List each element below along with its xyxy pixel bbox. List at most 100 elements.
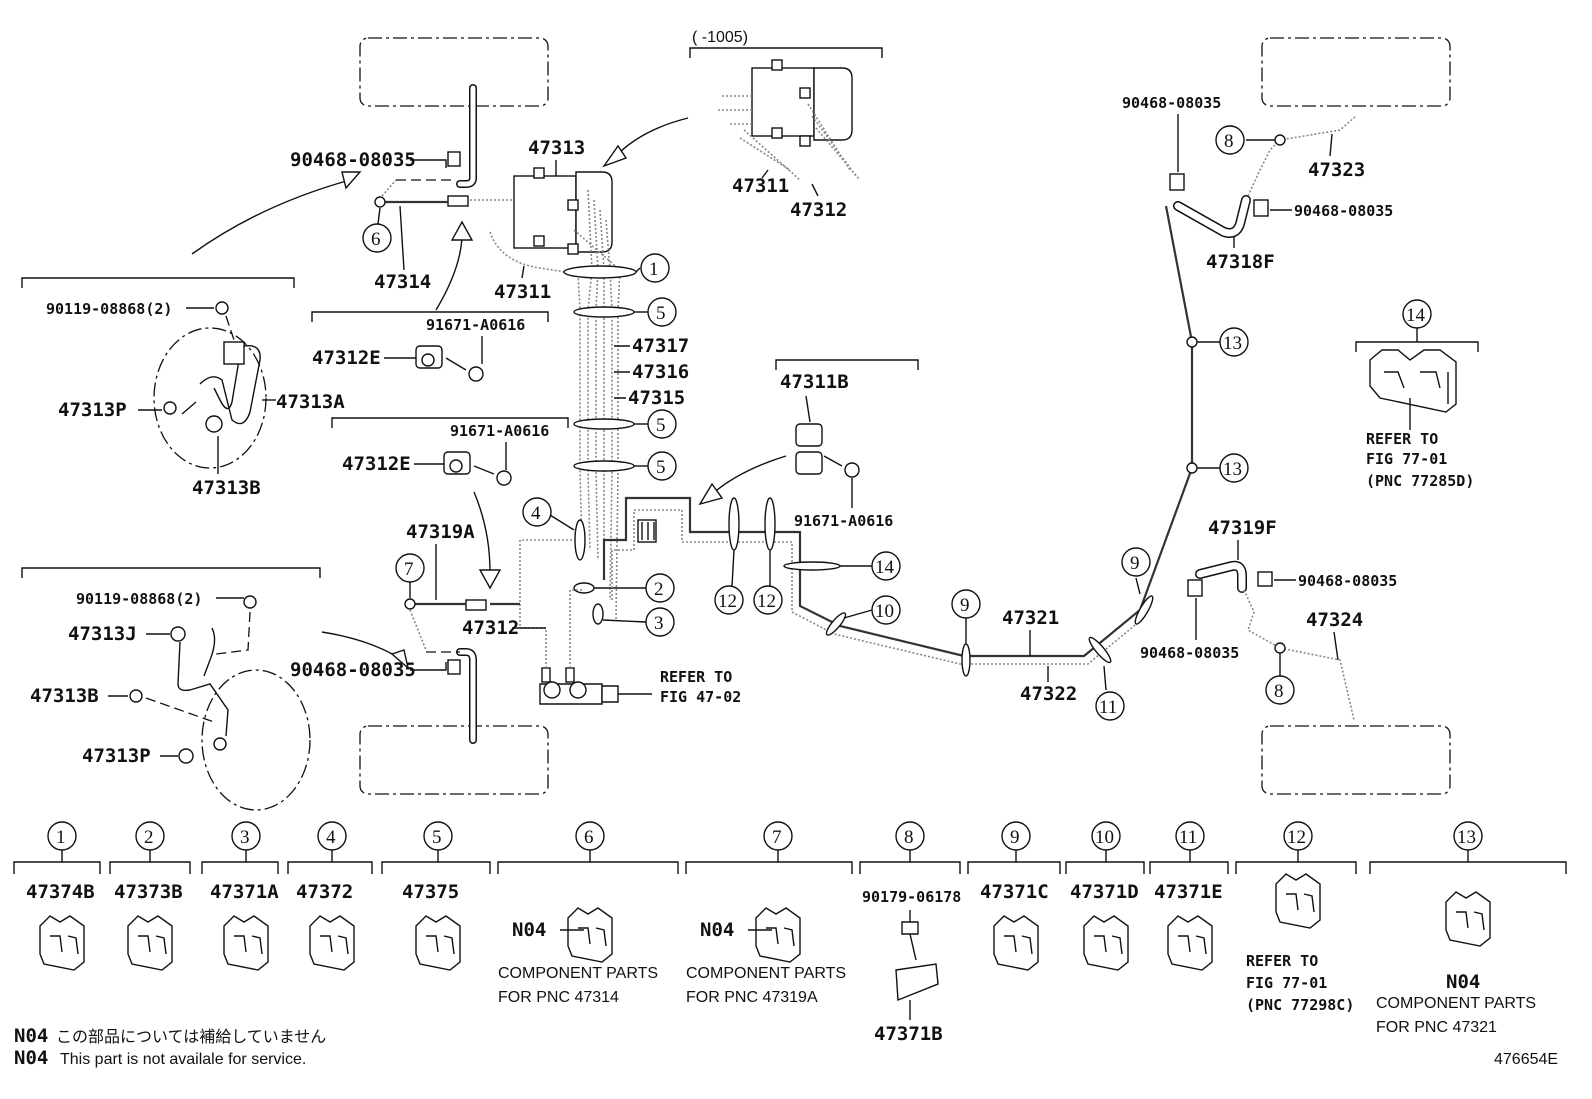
callout-8-main-b: 8 [1274, 681, 1284, 702]
legend-part-sketch-detail [320, 935, 349, 955]
legend-bracket [1369, 850, 1567, 874]
legend-part-sketch-detail [234, 935, 263, 955]
callout-14-main: 14 [875, 557, 895, 578]
legend-callout-number: 9 [1010, 827, 1020, 848]
label-47312: 47312 [462, 617, 519, 639]
legend-bracket [381, 850, 491, 874]
legend-part-sketch [567, 907, 613, 963]
label-47315: 47315 [628, 387, 685, 409]
clamp-47311B [795, 423, 860, 478]
legend-bracket [497, 850, 679, 874]
legend-part-number: 47372 [296, 881, 353, 903]
label-47319F: 47319F [1208, 517, 1277, 539]
legend-bracket [685, 850, 853, 874]
legend-part-sketch-detail [50, 935, 79, 955]
legend-bracket [1065, 850, 1145, 874]
legend-callout-number: 4 [326, 827, 336, 848]
legend-part-sketch-detail [1178, 935, 1207, 955]
legend-callout-number: 12 [1287, 827, 1306, 848]
clamp-77285D [1369, 349, 1457, 413]
callout-12-main-a: 12 [718, 591, 737, 612]
legend-item-4: 4 47372 [287, 821, 373, 971]
callout-8-main-a: 8 [1224, 131, 1234, 152]
legend-part-sketch-detail [1456, 911, 1485, 931]
legend-note-line1: FIG 77-01 [1246, 974, 1327, 992]
legend-part-sketch-detail [1004, 935, 1033, 955]
label-47313B-b: 47313B [30, 685, 99, 707]
label-47313J: 47313J [68, 623, 137, 645]
legend-part-number: N04 [512, 919, 546, 941]
label-47322: 47322 [1020, 683, 1077, 705]
arrow-to-front-left-hose [191, 179, 351, 255]
callout-1-main: 1 [649, 259, 659, 280]
callout-4-main: 4 [531, 503, 541, 524]
callout-5-main-c: 5 [656, 457, 666, 478]
clamp-47312E-a [415, 345, 484, 382]
legend-callout-number: 10 [1095, 827, 1114, 848]
legend-bracket [1149, 850, 1229, 874]
legend-part-sketch [309, 915, 355, 971]
callout-13-main-a: 13 [1223, 333, 1242, 354]
label-47319A: 47319A [406, 521, 475, 543]
legend-part-number: 47371C [980, 881, 1049, 903]
legend-note-line2: FOR PNC 47321 [1376, 1019, 1497, 1036]
legend-part-sketch-detail [1286, 893, 1315, 913]
label-90468-b: 90468-08035 [290, 659, 416, 681]
refer-fig-7701-line2: FIG 77-01 [1366, 450, 1447, 468]
label-47313P-b: 47313P [82, 745, 151, 767]
label-90119-b: 90119-08868(2) [76, 590, 202, 608]
legend-item-9: 9 47371C [967, 821, 1061, 971]
legend-callout-number: 8 [904, 827, 914, 848]
rear-left-wheel-box [359, 725, 549, 795]
callout-5-main-b: 5 [656, 415, 666, 436]
callout-5-main-a: 5 [656, 303, 666, 324]
legend-callout-number: 5 [432, 827, 442, 848]
main-pipe-bundle [489, 189, 621, 621]
legend-part-number: N04 [700, 919, 734, 941]
legend-part-sketch [127, 915, 173, 971]
abs-actuator-inset [718, 59, 861, 181]
legend-part-number: 47371A [210, 881, 279, 903]
label-90468-f: 90468-08035 [1140, 644, 1239, 662]
label-47312E-b: 47312E [342, 453, 411, 475]
master-cylinder [539, 667, 652, 705]
callout-12-main-b: 12 [757, 591, 776, 612]
front-left-hose-assembly [153, 301, 267, 469]
rear-left-hose-assembly [129, 595, 311, 811]
legend-part-number: 47374B [26, 881, 95, 903]
callout-9-main-a: 9 [960, 595, 970, 616]
label-90468-e: 90468-08035 [1298, 572, 1397, 590]
legend-note-line2: (PNC 77298C) [1246, 996, 1354, 1014]
refer-fig-7701-line1: REFER TO [1366, 430, 1438, 448]
legend-row: 147374B247373B347371A4473725473756N04COM… [13, 821, 1567, 1045]
abs-actuator-main [513, 167, 613, 255]
label-90468-d: 90468-08035 [1294, 202, 1393, 220]
legend-part-number: 47373B [114, 881, 183, 903]
legend-bracket [109, 850, 191, 874]
label-90119-a: 90119-08868(2) [46, 300, 172, 318]
arrow-47311B-to-pipe [711, 455, 787, 495]
label-47311B: 47311B [780, 371, 849, 393]
rear-right-wheel-box [1261, 725, 1451, 795]
legend-part-number: 47371D [1070, 881, 1139, 903]
legend-sub-part: 47371B [874, 1023, 943, 1045]
label-91671-b: 91671-A0616 [450, 422, 549, 440]
legend-note-line2: FOR PNC 47319A [686, 989, 818, 1006]
label-47311-top: 47311 [732, 175, 789, 197]
legend-part-sketch-detail [766, 927, 795, 947]
legend-note-line1: COMPONENT PARTS [686, 965, 846, 982]
front-left-wheel-box [359, 37, 549, 107]
label-47321: 47321 [1002, 607, 1059, 629]
callout-2-main: 2 [654, 579, 664, 600]
refer-fig-7701-line3: (PNC 77285D) [1366, 472, 1474, 490]
callout-3-main: 3 [654, 613, 664, 634]
arrow-clamp-a-up [435, 237, 463, 311]
figure-id: 476654E [1494, 1051, 1558, 1068]
legend-part-sketch-detail [426, 935, 455, 955]
legend-part-sketch [1275, 873, 1321, 929]
